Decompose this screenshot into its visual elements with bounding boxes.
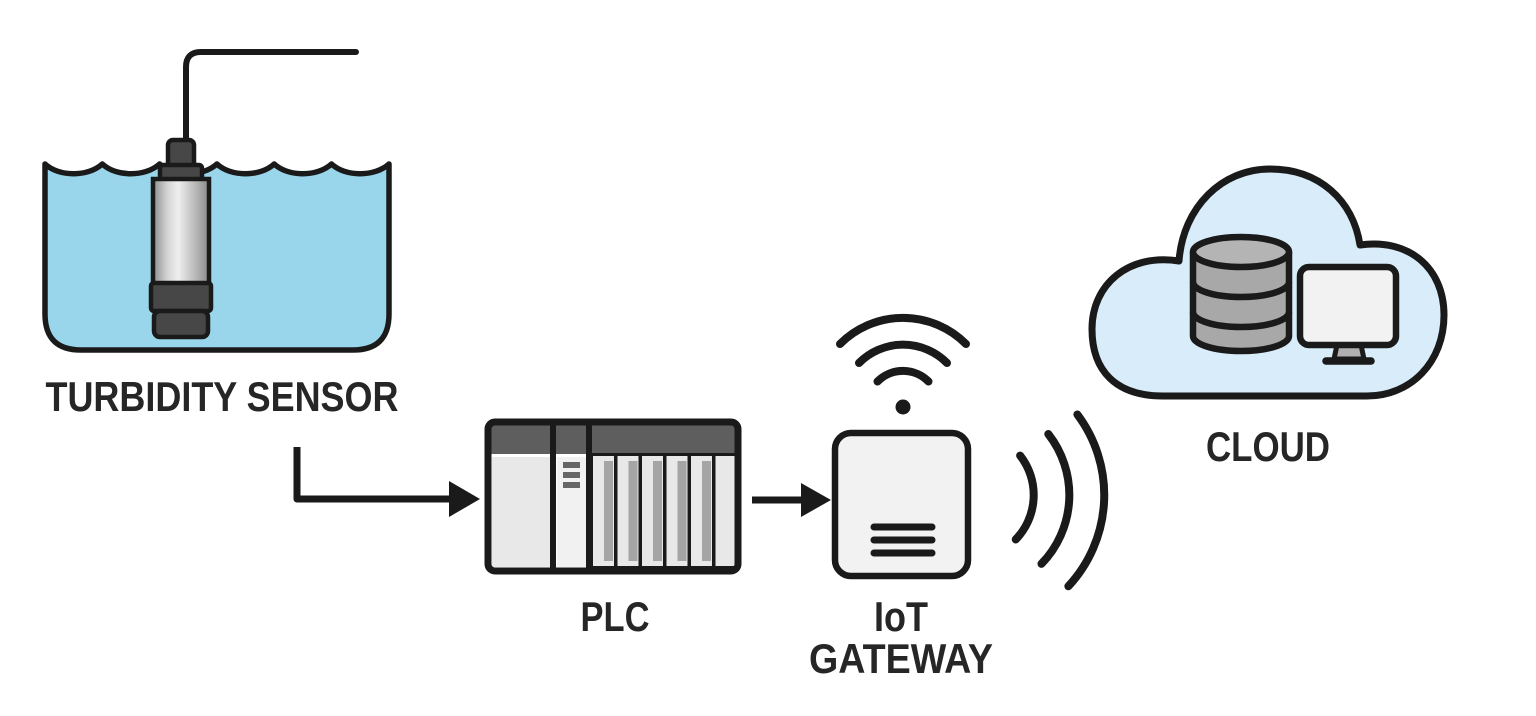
database-icon — [1189, 233, 1293, 355]
arrow-line — [293, 447, 449, 503]
plc-label: PLC — [581, 593, 650, 640]
arrow-head-icon — [801, 483, 831, 517]
turbidity-sensor-icon — [148, 137, 214, 340]
turbidity-sensor-label: TURBIDITY SENSOR — [46, 373, 399, 420]
gateway-vents — [870, 523, 936, 557]
cloud-label: CLOUD — [1206, 423, 1330, 470]
plc-power-module — [492, 457, 550, 567]
monitor-icon — [1296, 263, 1400, 365]
arrow-plc-to-gateway — [752, 483, 831, 517]
turbidity-sensor-node: TURBIDITY SENSOR — [42, 49, 399, 420]
plc-border — [484, 418, 742, 575]
plc-icon — [484, 418, 742, 575]
plc-node: PLC — [484, 418, 742, 640]
cloud-node: CLOUD — [1088, 165, 1448, 470]
iot-gateway-label-top: IoT — [874, 593, 928, 640]
sensor-band-lower — [151, 308, 211, 340]
plc-status-leds — [563, 462, 580, 488]
signal-waves-icon — [1011, 410, 1109, 591]
arrow-sensor-to-plc — [293, 447, 480, 517]
monitor-screen — [1296, 263, 1400, 349]
plc-top-band — [491, 425, 736, 454]
iot-gateway-node: IoT GATEWAY — [809, 313, 1109, 682]
sensor-band-upper — [148, 280, 214, 314]
iot-gateway-icon — [831, 429, 972, 580]
arrow-head-icon — [449, 481, 480, 517]
sensor-cable-icon — [183, 49, 359, 145]
plc-io-slots — [590, 453, 736, 568]
water-tank — [42, 161, 392, 353]
sensor-body — [150, 176, 212, 287]
iot-gateway-label-bottom: GATEWAY — [809, 635, 993, 682]
wifi-icon — [836, 313, 970, 415]
